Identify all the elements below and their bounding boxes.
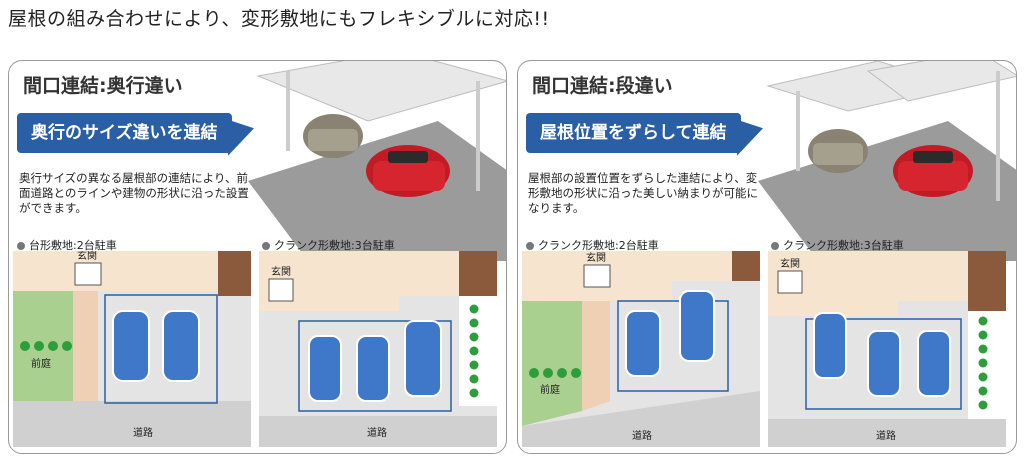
page-headline: 屋根の組み合わせにより、変形敷地にもフレキシブルに対応!!	[8, 8, 550, 30]
panel-description: 奥行サイズの異なる屋根部の連結により、前面道路とのラインや建物の形状に沿った設置…	[19, 171, 249, 215]
svg-text:道路: 道路	[876, 429, 896, 442]
diagram-label: クランク形敷地:3台駐車	[771, 237, 904, 253]
svg-text:道路: 道路	[367, 426, 387, 439]
svg-text:玄関: 玄関	[271, 265, 291, 278]
panel-title: 間口連結:段違い	[532, 75, 673, 97]
diagram-label: クランク形敷地:3台駐車	[262, 237, 395, 253]
svg-text:道路: 道路	[632, 429, 652, 442]
panel-offset-position: 間口連結:段違い 屋根位置をずらして連結 屋根部の設置位置をずらした連結により、…	[517, 60, 1017, 454]
panel-banner: 奥行のサイズ違いを連結	[17, 113, 232, 153]
bullet-icon	[771, 242, 779, 250]
svg-text:玄関: 玄関	[586, 251, 606, 264]
carport-photo	[248, 61, 506, 261]
site-plan-diagram: 玄関 前庭 道路	[13, 251, 251, 447]
svg-text:玄関: 玄関	[77, 251, 97, 262]
panel-description: 屋根部の設置位置をずらした連結により、変形敷地の形状に沿った美しい納まりが可能に…	[528, 171, 758, 215]
svg-text:前庭: 前庭	[540, 383, 560, 396]
svg-text:前庭: 前庭	[31, 357, 51, 370]
bullet-icon	[262, 242, 270, 250]
panel-title: 間口連結:奥行違い	[23, 75, 183, 97]
diagram-label: クランク形敷地:2台駐車	[526, 237, 659, 253]
svg-text:道路: 道路	[133, 426, 153, 439]
bullet-icon	[526, 242, 534, 250]
carport-photo	[758, 61, 1016, 261]
svg-text:玄関: 玄関	[780, 257, 800, 270]
panel-banner: 屋根位置をずらして連結	[526, 113, 741, 153]
site-plan-diagram: 玄関 道路	[768, 251, 1006, 447]
bullet-icon	[17, 242, 25, 250]
panel-depth-variation: 間口連結:奥行違い 奥行のサイズ違いを連結 奥行サイズの異なる屋根部の連結により…	[8, 60, 507, 454]
site-plan-diagram: 玄関 前庭 道路	[522, 251, 760, 447]
diagram-label: 台形敷地:2台駐車	[17, 237, 117, 253]
site-plan-diagram: 玄関 道路	[259, 251, 497, 447]
